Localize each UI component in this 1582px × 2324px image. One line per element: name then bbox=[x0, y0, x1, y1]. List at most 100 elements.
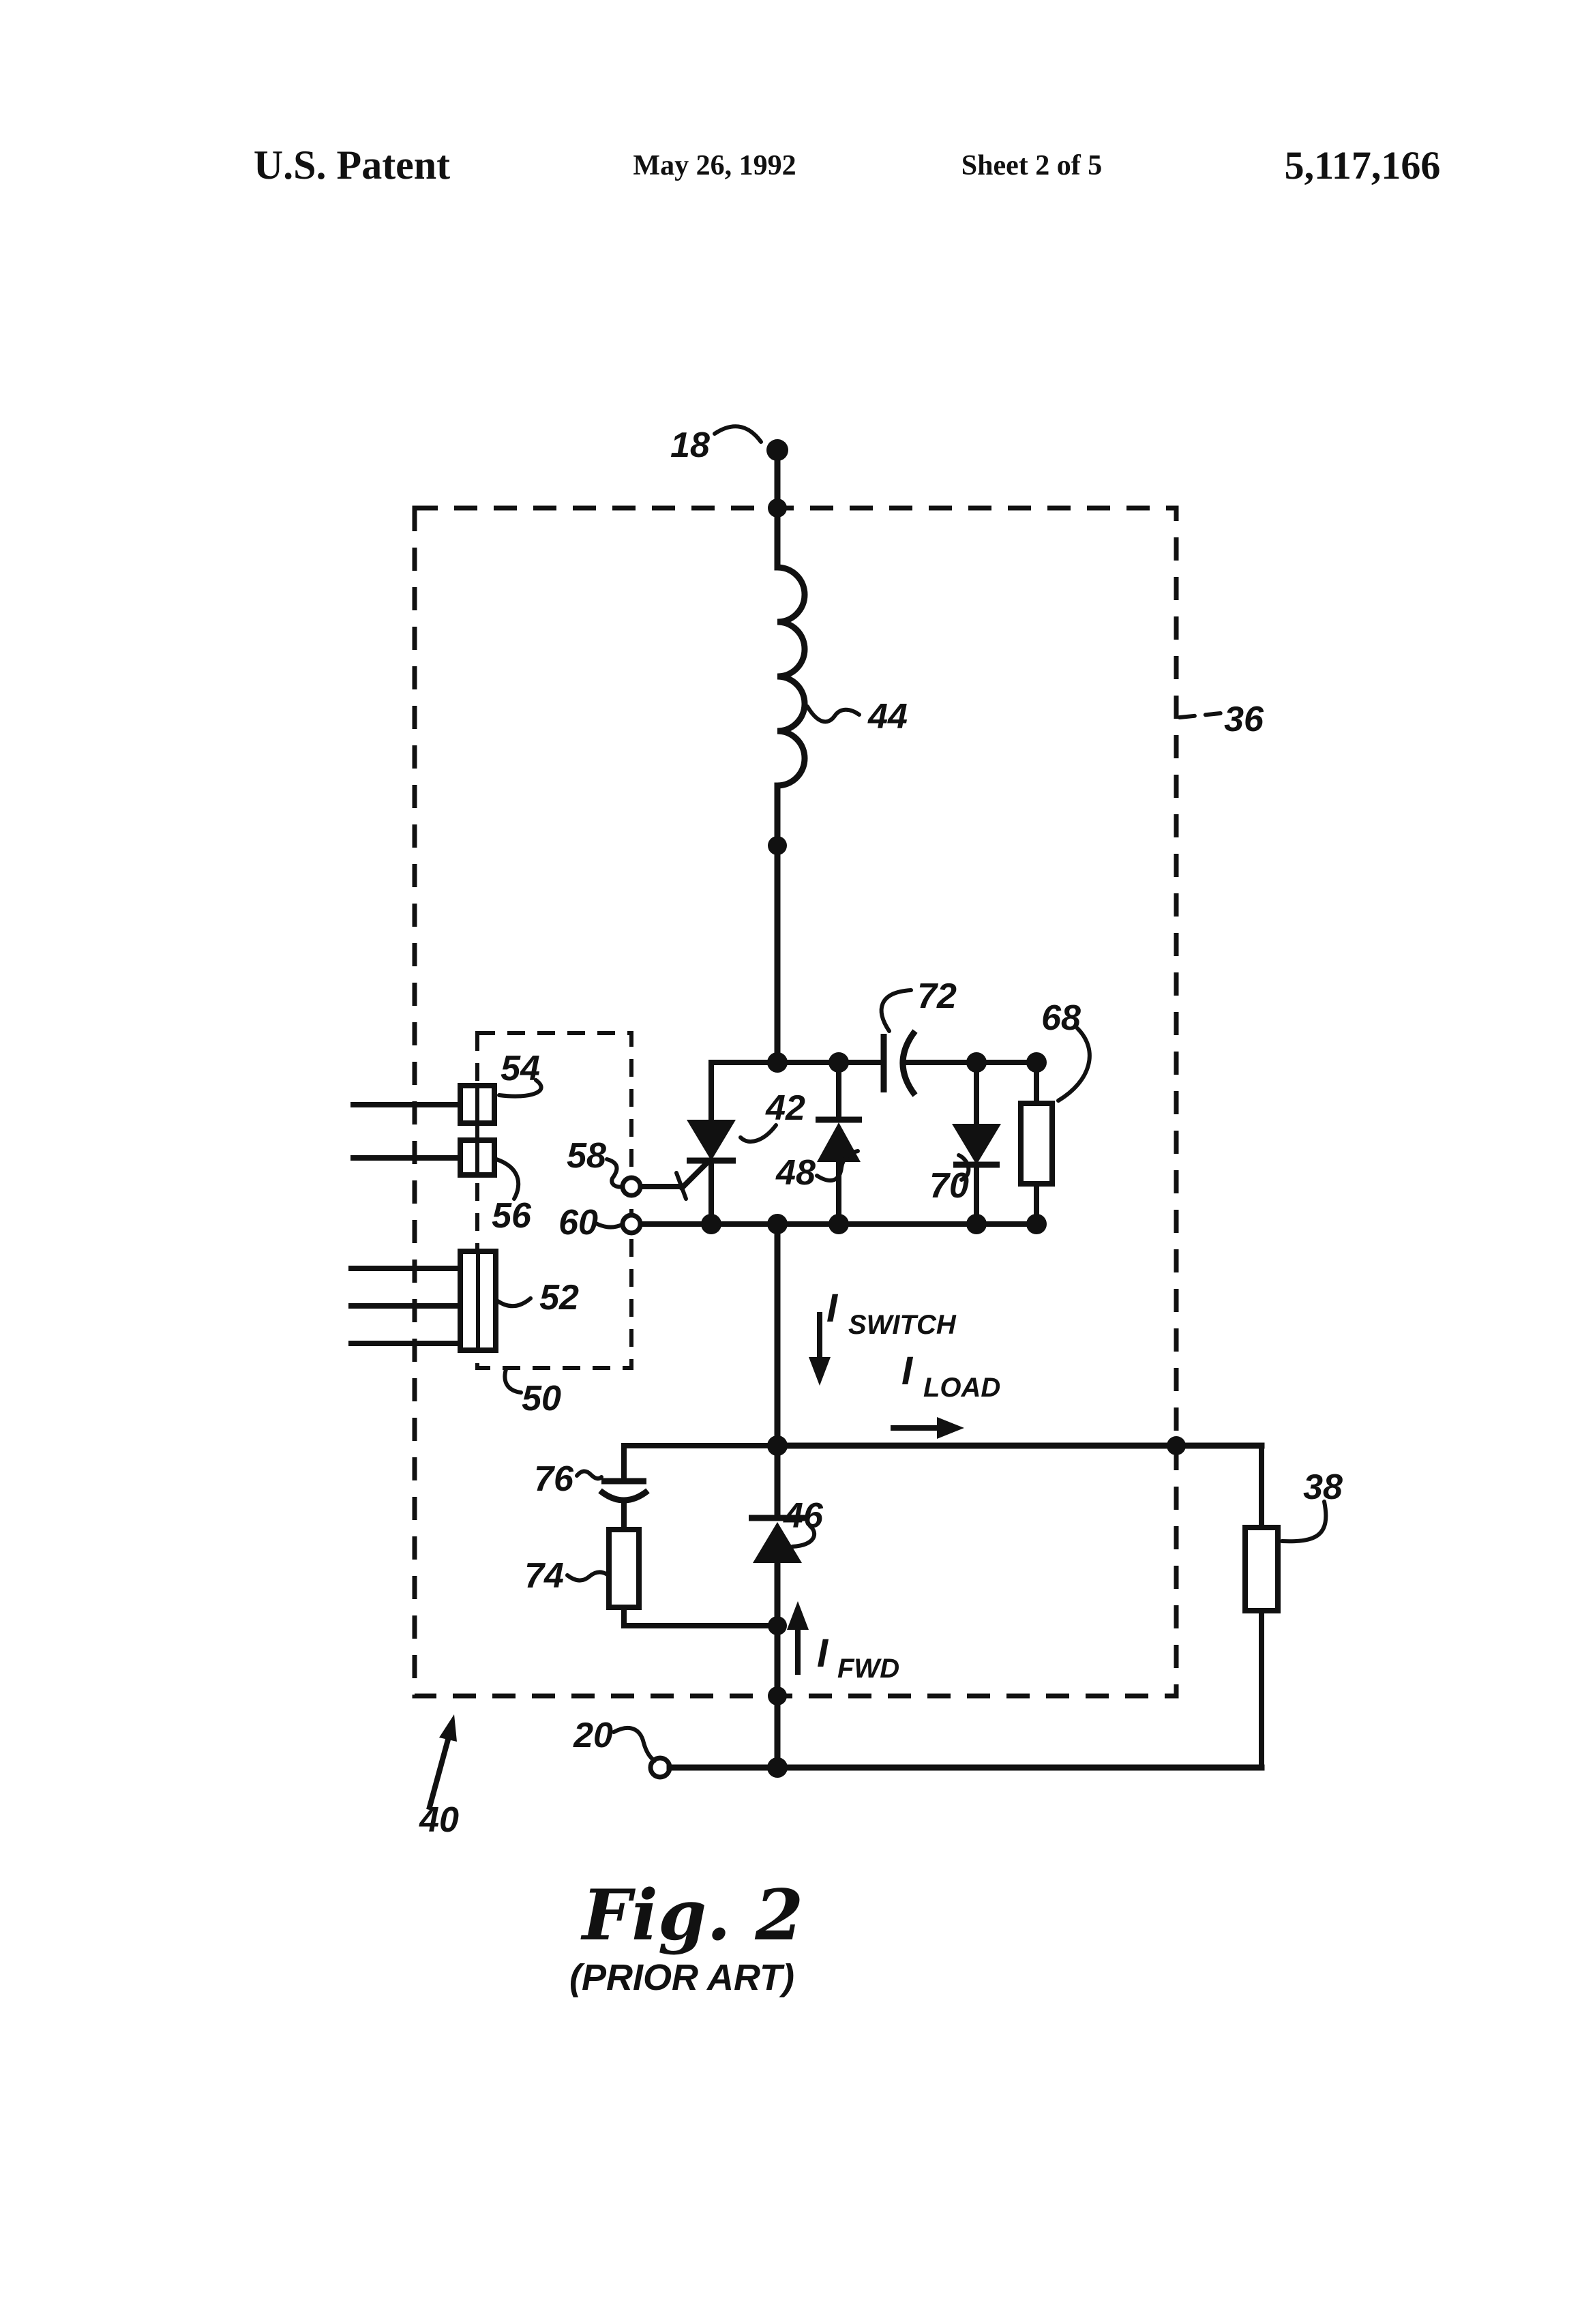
leader-44 bbox=[805, 704, 861, 724]
junction-dot bbox=[768, 498, 787, 518]
junction-dot bbox=[1167, 1436, 1186, 1455]
ref-label-48: 48 bbox=[775, 1153, 816, 1193]
i-fwd-subscript: FWD bbox=[837, 1654, 899, 1684]
ref-label-54: 54 bbox=[501, 1049, 540, 1088]
leader-42 bbox=[738, 1123, 778, 1144]
ref-40-arrowhead bbox=[439, 1714, 457, 1742]
ref-label-42: 42 bbox=[765, 1088, 805, 1128]
connector-52 bbox=[348, 1249, 498, 1353]
ref-label-38: 38 bbox=[1303, 1468, 1343, 1507]
junction-dot bbox=[768, 1686, 787, 1705]
diode-46-triangle bbox=[753, 1522, 802, 1563]
gate-terminal-60 bbox=[620, 1212, 643, 1236]
leader-72 bbox=[879, 988, 913, 1033]
ref-label-58: 58 bbox=[567, 1136, 606, 1176]
junction-dot bbox=[966, 1214, 987, 1234]
leader-74 bbox=[565, 1570, 610, 1583]
snubber-branch bbox=[598, 1443, 780, 1628]
ref-label-46: 46 bbox=[783, 1496, 824, 1536]
leader-46 bbox=[790, 1524, 817, 1549]
leader-56 bbox=[494, 1157, 521, 1201]
junction-dot bbox=[767, 1435, 788, 1456]
junction-dot bbox=[966, 1052, 987, 1073]
thyristor-triangle bbox=[687, 1120, 736, 1161]
junction-dot bbox=[767, 1757, 788, 1778]
ref-label-40: 40 bbox=[419, 1800, 459, 1840]
ref-40-arrow-shaft bbox=[426, 1729, 453, 1811]
ref-label-76: 76 bbox=[534, 1459, 574, 1499]
i-switch-arrow bbox=[809, 1312, 831, 1386]
junction-dot bbox=[767, 1214, 788, 1234]
ref-40-arrow bbox=[426, 1714, 457, 1811]
capacitor-72 bbox=[880, 1029, 918, 1097]
patent-number: 5,117,166 bbox=[1285, 143, 1441, 188]
diode-46 bbox=[749, 1515, 806, 1771]
gate-terminal-58 bbox=[620, 1175, 643, 1198]
ref-label-52: 52 bbox=[539, 1278, 579, 1317]
ref-label-60: 60 bbox=[558, 1203, 598, 1242]
patent-office-title: U.S. Patent bbox=[254, 143, 450, 188]
leader-58 bbox=[605, 1157, 624, 1189]
leader-36 bbox=[1178, 711, 1223, 719]
input-terminal-18-dot bbox=[766, 439, 788, 461]
ref-label-70: 70 bbox=[929, 1166, 969, 1206]
thyristor-42 bbox=[638, 1060, 736, 1227]
junction-dot bbox=[768, 836, 787, 855]
ref-label-50: 50 bbox=[522, 1379, 561, 1418]
i-switch-symbol: I bbox=[826, 1286, 839, 1330]
leader-60 bbox=[594, 1221, 624, 1230]
ref-label-20: 20 bbox=[573, 1716, 613, 1755]
junction-dot bbox=[829, 1052, 849, 1073]
i-load-arrow bbox=[891, 1417, 964, 1439]
leader-20 bbox=[612, 1725, 657, 1763]
snubber-bottom-wire bbox=[621, 1605, 780, 1628]
ref-label-44: 44 bbox=[867, 697, 908, 736]
diode-48-triangle bbox=[817, 1122, 861, 1162]
resistor-68 bbox=[1018, 1060, 1055, 1227]
diode-70-triangle bbox=[952, 1124, 1001, 1165]
leader-48 bbox=[815, 1149, 860, 1183]
figure-subcaption: (PRIOR ART) bbox=[569, 1957, 794, 1998]
leader-50 bbox=[503, 1367, 523, 1395]
sheet-number: Sheet 2 of 5 bbox=[961, 150, 1102, 181]
leader-18 bbox=[713, 424, 763, 444]
leader-52 bbox=[496, 1296, 533, 1309]
leader-38 bbox=[1280, 1500, 1328, 1544]
junction-dot bbox=[1026, 1214, 1047, 1234]
i-load-symbol: I bbox=[901, 1349, 914, 1393]
junction-dot bbox=[768, 1616, 787, 1635]
i-switch-subscript: SWITCH bbox=[848, 1310, 957, 1340]
resistor-74-body bbox=[606, 1527, 642, 1610]
i-load-subscript: LOAD bbox=[923, 1373, 1000, 1403]
inductor-44-coil bbox=[774, 564, 808, 789]
figure-caption: Fig. 2 bbox=[580, 1875, 803, 1956]
leader-54 bbox=[497, 1078, 543, 1099]
junction-dots bbox=[701, 439, 1186, 1778]
junction-dot bbox=[701, 1214, 721, 1234]
diode-48 bbox=[816, 1060, 862, 1227]
connector-56 bbox=[350, 1137, 497, 1178]
junction-dot bbox=[829, 1214, 849, 1234]
leader-68 bbox=[1056, 1026, 1092, 1103]
ref-label-18: 18 bbox=[670, 426, 710, 465]
resistor-38-body bbox=[1242, 1525, 1281, 1613]
gate-drive-dashed-box bbox=[475, 1031, 633, 1370]
junction-dot bbox=[767, 1052, 788, 1073]
resistor-68-body bbox=[1018, 1101, 1055, 1187]
ref-label-36: 36 bbox=[1224, 700, 1264, 739]
leader-70 bbox=[957, 1153, 971, 1182]
capacitor-72-curved-plate bbox=[899, 1029, 918, 1097]
i-switch-arrowhead bbox=[809, 1357, 831, 1386]
leader-76 bbox=[575, 1469, 603, 1481]
ref-label-72: 72 bbox=[917, 977, 957, 1016]
i-fwd-arrow bbox=[787, 1601, 809, 1675]
resistor-38 bbox=[1242, 1525, 1281, 1770]
ref-label-74: 74 bbox=[524, 1556, 564, 1596]
i-fwd-arrowhead bbox=[787, 1601, 809, 1630]
patent-date: May 26, 1992 bbox=[633, 150, 796, 181]
i-load-arrowhead bbox=[937, 1417, 964, 1439]
capacitor-76-curved-plate bbox=[598, 1488, 650, 1504]
thyristor-gate-slant bbox=[678, 1158, 712, 1192]
connector-54 bbox=[350, 1083, 497, 1126]
